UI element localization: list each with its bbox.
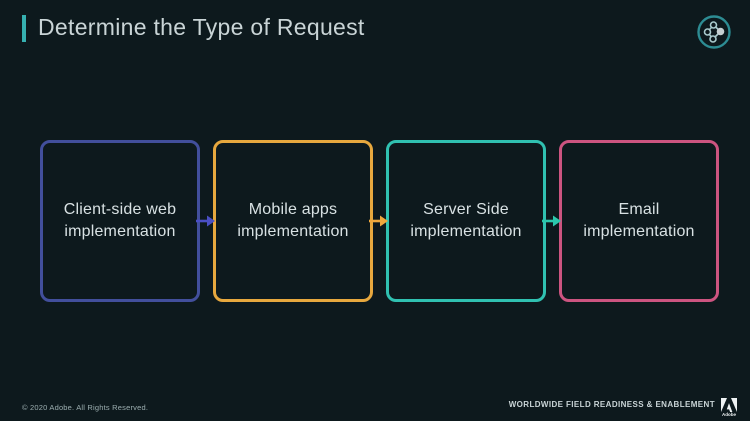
title-accent-bar xyxy=(22,15,26,42)
flow-step-client-side-web: Client-side web implementation xyxy=(40,140,200,302)
arrow-right-icon xyxy=(541,214,563,228)
program-name: WORLDWIDE FIELD READINESS & ENABLEMENT xyxy=(508,399,715,409)
adobe-logo-icon: Adobe xyxy=(721,397,737,418)
step-label: Client-side web implementation xyxy=(63,201,177,240)
step-label: Mobile apps implementation xyxy=(237,201,349,240)
flow-step-server-side: Server Side implementation xyxy=(386,140,546,302)
molecule-network-icon xyxy=(694,12,734,52)
copyright-text: © 2020 Adobe. All Rights Reserved. xyxy=(22,403,149,412)
step-label: Server Side implementation xyxy=(410,201,522,240)
adobe-logo-word: Adobe xyxy=(722,411,736,417)
arrow-right-icon xyxy=(195,214,217,228)
footer-right: WORLDWIDE FIELD READINESS & ENABLEMENT A… xyxy=(508,397,737,418)
flow-step-email: Email implementation xyxy=(559,140,719,302)
flow-step-mobile-apps: Mobile apps implementation xyxy=(213,140,373,302)
arrow-right-icon xyxy=(368,214,390,228)
step-label: Email implementation xyxy=(583,201,695,240)
page-title: Determine the Type of Request xyxy=(38,14,365,40)
